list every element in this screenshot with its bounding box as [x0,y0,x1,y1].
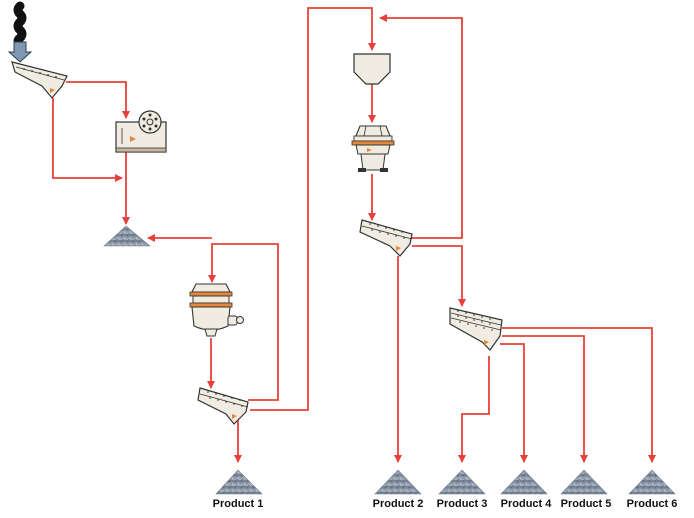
product-3-label: Product 3 [436,498,488,510]
product-4-pile [500,469,548,495]
vibrating-screen-icon [449,307,503,351]
grizzly-feeder-icon [11,61,68,99]
flow-lines [52,7,656,463]
flow-screen2-to-screen3 [412,245,466,307]
product-1-pile [215,469,263,495]
flow-screen3-to-product6 [502,327,656,463]
product-3-pile [438,469,486,495]
product-1-label: Product 1 [212,498,264,510]
flow-screen1-return [208,243,279,401]
product-4-label: Product 4 [500,498,552,510]
product-2-pile [374,469,422,495]
flow-grizzly-to-jaw [66,81,130,119]
flow-screen3-to-product4 [500,343,528,463]
flow-screen3-to-product5 [502,335,588,463]
cone-crusher-icon [189,283,244,337]
product-6-label: Product 6 [626,498,678,510]
product-5-pile [560,469,608,495]
feed-arrow-icon [7,1,33,63]
product-6-pile [628,469,676,495]
flow-screen2-return [379,14,463,239]
jaw-crusher-icon [115,110,167,153]
vibrating-screen-icon [197,387,249,425]
vsi-crusher-icon [351,125,395,172]
flow-screen1-to-bin [250,7,376,411]
vibrating-screen-icon [359,219,413,257]
flow-grizzly-bypass [52,98,123,182]
flow-screen3-to-product3 [458,356,490,463]
product-5-label: Product 5 [560,498,612,510]
product-2-label: Product 2 [372,498,424,510]
stockpile-icon [103,225,151,247]
surge-bin-icon [353,53,391,85]
